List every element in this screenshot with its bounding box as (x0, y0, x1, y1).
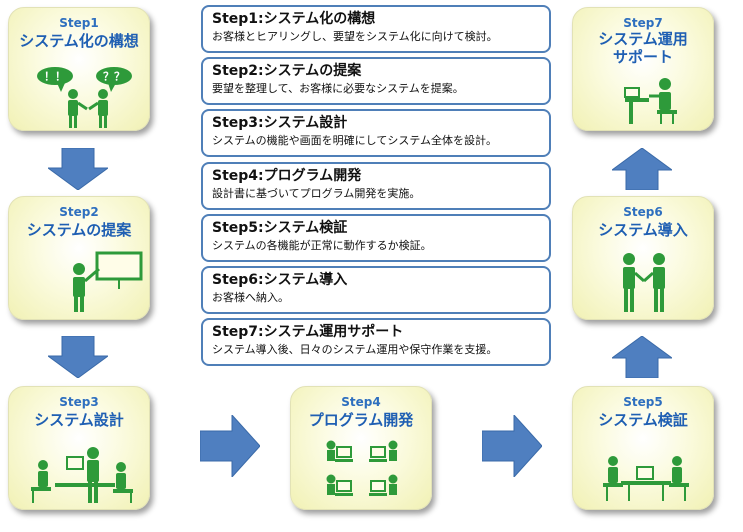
step5-number: Step5 (623, 395, 663, 409)
list-step-title: システム検証 (263, 220, 348, 236)
step6-number: Step6 (623, 205, 663, 219)
list-item-step5: Step5:システム検証 システムの各機能が正常に動作するか検証。 (201, 214, 551, 262)
step2-card: Step2 システムの提案 (8, 196, 150, 320)
list-item-step6: Step6:システム導入 お客様へ納入。 (201, 266, 551, 314)
step7-title-line2: サポート (612, 48, 673, 66)
list-step-desc: システムの各機能が正常に動作するか検証。 (212, 239, 432, 252)
list-step-desc: 要望を整理して、お客様に必要なシステムを提案。 (212, 82, 464, 95)
list-step-label: Step7: (212, 324, 264, 340)
support-desk-icon (624, 78, 677, 124)
arrow-right-2 (482, 415, 542, 477)
list-step-title: システム化の構想 (263, 11, 376, 27)
step4-number: Step4 (341, 395, 381, 409)
list-step-desc: お客様へ納入。 (212, 291, 289, 304)
arrow-down-2 (48, 336, 108, 378)
list-step-label: Step4: (212, 168, 264, 184)
list-step-title: システム導入 (263, 272, 348, 288)
list-step-desc: 設計書に基づいてプログラム開発を実施。 (212, 187, 421, 200)
presentation-icon (73, 251, 143, 312)
step2-title: システムの提案 (26, 221, 132, 239)
bubble-text-right: ？？ (103, 70, 125, 83)
list-step-label: Step6: (212, 272, 264, 288)
list-step-label: Step2: (212, 63, 264, 79)
list-item-step4: Step4:プログラム開発 設計書に基づいてプログラム開発を実施。 (201, 162, 551, 210)
step7-card: Step7 システム運用 サポート (572, 7, 714, 131)
step2-number: Step2 (59, 205, 99, 219)
list-item-step7: Step7:システム運用サポート システム導入後、日々のシステム運用や保守作業を… (201, 318, 551, 366)
list-item-step3: Step3:システム設計 システムの機能や画面を明確にしてシステム全体を設計。 (201, 109, 551, 157)
bubble-text-left: ！！ (44, 70, 66, 83)
step1-title: システム化の構想 (19, 32, 139, 50)
arrow-right-1 (200, 415, 260, 477)
step1-number: Step1 (59, 16, 99, 30)
list-step-title: システム設計 (263, 115, 348, 131)
arrow-up-1 (612, 336, 672, 378)
step7-title-line1: システム運用 (598, 30, 688, 48)
list-item-step2: Step2:システムの提案 要望を整理して、お客様に必要なシステムを提案。 (201, 57, 551, 105)
list-step-label: Step1: (212, 11, 264, 27)
arrow-down-1 (48, 148, 108, 190)
handshake-icon (623, 253, 665, 312)
arrow-up-2 (612, 148, 672, 190)
list-step-desc: システムの機能や画面を明確にしてシステム全体を設計。 (212, 134, 498, 147)
step3-title: システム設計 (34, 411, 124, 429)
step6-title: システム導入 (598, 221, 688, 239)
step4-title: プログラム開発 (308, 411, 414, 429)
meeting-icon (31, 447, 133, 503)
step3-card: Step3 システム設計 (8, 386, 150, 510)
step7-number: Step7 (623, 16, 663, 30)
list-step-label: Step5: (212, 220, 264, 236)
step4-card: Step4 プログラム開発 (290, 386, 432, 510)
list-step-title: システムの提案 (263, 63, 362, 79)
discussion-icon: ！！ ？？ (37, 67, 132, 128)
list-step-title: プログラム開発 (263, 168, 362, 184)
list-step-label: Step3: (212, 115, 264, 131)
step5-card: Step5 システム検証 (572, 386, 714, 510)
list-step-desc: システム導入後、日々のシステム運用や保守作業を支援。 (212, 343, 498, 356)
list-item-step1: Step1:システム化の構想 お客様とヒアリングし、要望をシステム化に向けて検討… (201, 5, 551, 53)
step3-number: Step3 (59, 395, 99, 409)
programmers-icon (326, 440, 398, 496)
list-step-title: システム運用サポート (263, 324, 404, 340)
list-step-desc: お客様とヒアリングし、要望をシステム化に向けて検討。 (212, 30, 498, 43)
step7-title: システム運用 サポート (573, 30, 713, 66)
step6-card: Step6 システム導入 (572, 196, 714, 320)
step1-card: Step1 システム化の構想 ！！ ？？ (8, 7, 150, 131)
testing-icon (603, 456, 689, 501)
step5-title: システム検証 (598, 411, 688, 429)
